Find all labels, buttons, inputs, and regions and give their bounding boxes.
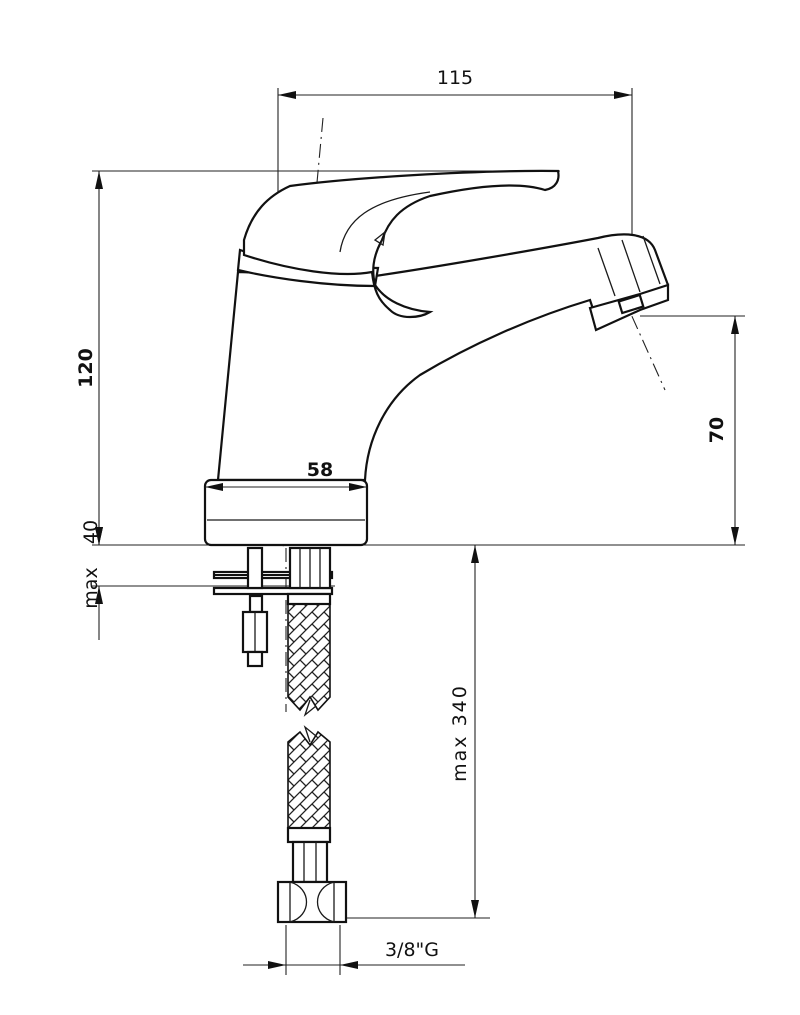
faucet-body (203, 169, 670, 547)
hex-nut (276, 880, 348, 924)
base-flange (203, 478, 369, 547)
dimension-label-base: 58 (307, 459, 333, 481)
dimension-label-deck-prefix: max (80, 567, 102, 608)
dimension-label-hose: max 340 (449, 684, 471, 782)
hose-lower (276, 725, 348, 924)
extension-lines (92, 88, 745, 975)
dimension-label-thread: 3/8"G (385, 939, 439, 961)
dimension-115: 115 (278, 67, 632, 99)
dimension-max-40: 40 max (80, 520, 103, 640)
dimension-label-spout-height: 70 (706, 417, 728, 443)
hose-upper (287, 603, 331, 717)
dimension-70: 70 (706, 316, 739, 545)
dimension-label-height: 120 (75, 348, 97, 388)
dimension-max-340: max 340 (449, 545, 479, 918)
dimension-120: 120 (75, 171, 103, 545)
dimension-label-width: 115 (437, 67, 473, 89)
lever-handle (242, 169, 560, 319)
mounting-hardware (212, 546, 334, 668)
dimension-thread: 3/8"G (243, 939, 465, 969)
dimension-58: 58 (205, 459, 367, 491)
dimension-label-deck: 40 (80, 520, 102, 544)
